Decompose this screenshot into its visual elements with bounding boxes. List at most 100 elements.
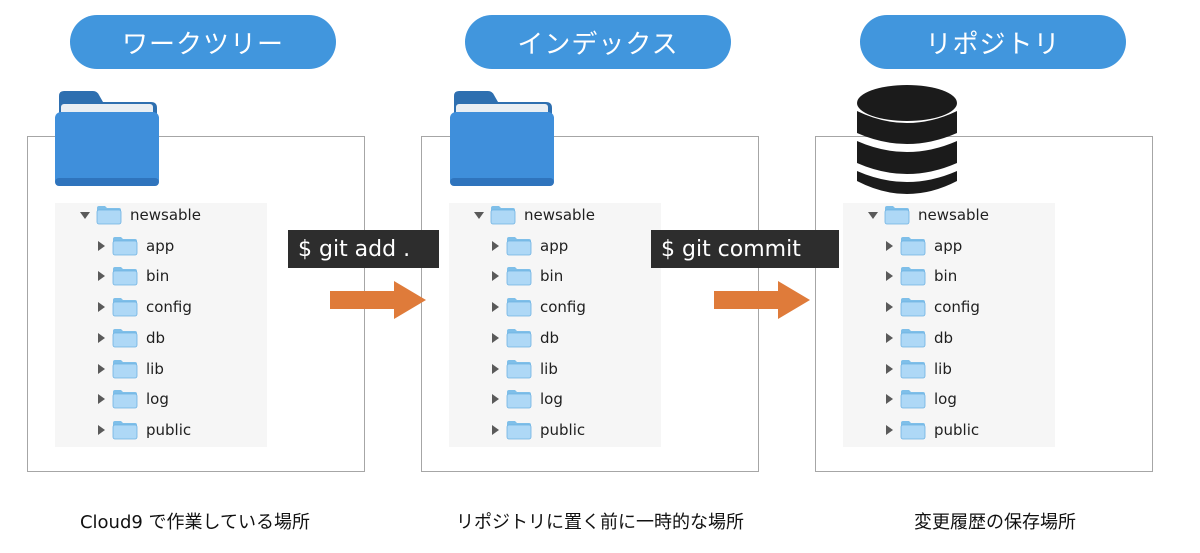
tree-toggle[interactable] xyxy=(882,332,896,343)
caret-right-icon[interactable] xyxy=(884,363,894,374)
tree-toggle[interactable] xyxy=(488,240,502,251)
tree-toggle[interactable] xyxy=(882,394,896,405)
tree-toggle[interactable] xyxy=(94,394,108,405)
tree-root-item[interactable]: newsable xyxy=(472,203,595,227)
tree-item-label: newsable xyxy=(524,206,595,224)
tree-item-label: app xyxy=(934,236,963,255)
tree-item[interactable]: log xyxy=(488,387,563,411)
tree-item-label: lib xyxy=(540,359,558,378)
caption-index: リポジトリに置く前に一時的な場所 xyxy=(456,512,744,533)
tree-toggle[interactable] xyxy=(94,271,108,282)
caret-right-icon[interactable] xyxy=(884,271,894,282)
tree-item[interactable]: public xyxy=(488,418,585,442)
tree-toggle[interactable] xyxy=(94,332,108,343)
tree-toggle[interactable] xyxy=(94,302,108,313)
tree-item-label: lib xyxy=(146,359,164,378)
caret-down-icon[interactable] xyxy=(80,210,90,220)
tree-toggle[interactable] xyxy=(94,240,108,251)
caret-right-icon[interactable] xyxy=(96,424,106,435)
tree-item[interactable]: public xyxy=(94,418,191,442)
caret-right-icon[interactable] xyxy=(96,394,106,405)
caret-right-icon[interactable] xyxy=(884,332,894,343)
stage-title-worktree: ワークツリー xyxy=(70,15,336,69)
tree-item-label: log xyxy=(934,390,957,409)
tree-item-label: lib xyxy=(934,359,952,378)
file-tree-worktree xyxy=(55,203,267,447)
arrow-right-icon xyxy=(330,281,426,319)
caret-right-icon[interactable] xyxy=(490,332,500,343)
caret-right-icon[interactable] xyxy=(490,424,500,435)
tree-toggle[interactable] xyxy=(488,394,502,405)
tree-item[interactable]: lib xyxy=(882,357,952,381)
stage-title-index: インデックス xyxy=(465,15,731,69)
tree-item-label: config xyxy=(146,298,192,317)
tree-toggle[interactable] xyxy=(882,302,896,313)
tree-item[interactable]: app xyxy=(94,234,174,258)
tree-toggle[interactable] xyxy=(488,363,502,374)
tree-item[interactable]: config xyxy=(882,295,980,319)
tree-root-item[interactable]: newsable xyxy=(78,203,201,227)
tree-root-item[interactable]: newsable xyxy=(866,203,989,227)
tree-toggle[interactable] xyxy=(94,424,108,435)
tree-item[interactable]: config xyxy=(488,295,586,319)
command-git-add: $ git add . xyxy=(288,230,439,268)
tree-toggle[interactable] xyxy=(488,302,502,313)
tree-toggle[interactable] xyxy=(94,363,108,374)
caption-worktree: Cloud9 で作業している場所 xyxy=(79,512,311,533)
caret-down-icon[interactable] xyxy=(474,210,484,220)
tree-toggle[interactable] xyxy=(882,240,896,251)
folder-icon xyxy=(506,267,532,286)
caret-down-icon[interactable] xyxy=(868,210,878,220)
tree-item[interactable]: bin xyxy=(94,264,169,288)
tree-item-label: config xyxy=(934,298,980,317)
caret-right-icon[interactable] xyxy=(884,424,894,435)
caret-right-icon[interactable] xyxy=(490,240,500,251)
tree-toggle[interactable] xyxy=(882,271,896,282)
tree-item[interactable]: db xyxy=(94,326,165,350)
tree-toggle[interactable] xyxy=(882,424,896,435)
caret-right-icon[interactable] xyxy=(96,363,106,374)
caret-right-icon[interactable] xyxy=(96,240,106,251)
tree-item[interactable]: bin xyxy=(488,264,563,288)
tree-toggle[interactable] xyxy=(472,210,486,220)
folder-icon xyxy=(450,91,554,186)
tree-item[interactable]: app xyxy=(488,234,568,258)
folder-icon xyxy=(900,420,926,440)
caret-right-icon[interactable] xyxy=(490,271,500,282)
tree-item-label: public xyxy=(934,420,980,439)
tree-item[interactable]: config xyxy=(94,295,192,319)
folder-icon xyxy=(900,267,926,286)
caret-right-icon[interactable] xyxy=(96,302,106,313)
tree-item-label: log xyxy=(146,390,169,409)
folder-icon xyxy=(900,359,926,378)
tree-item[interactable]: bin xyxy=(882,264,957,288)
tree-item[interactable]: public xyxy=(882,418,979,442)
caret-right-icon[interactable] xyxy=(884,302,894,313)
tree-toggle[interactable] xyxy=(882,363,896,374)
folder-icon xyxy=(900,328,926,348)
caret-right-icon[interactable] xyxy=(96,332,106,343)
tree-item[interactable]: lib xyxy=(94,357,164,381)
arrow-right-icon xyxy=(714,281,810,319)
tree-toggle[interactable] xyxy=(78,210,92,220)
caret-right-icon[interactable] xyxy=(490,363,500,374)
caret-right-icon[interactable] xyxy=(96,271,106,282)
tree-item-label: log xyxy=(540,390,563,409)
tree-item-label: public xyxy=(540,420,586,439)
caret-right-icon[interactable] xyxy=(490,302,500,313)
tree-toggle[interactable] xyxy=(488,424,502,435)
tree-item-label: newsable xyxy=(130,206,201,224)
caret-right-icon[interactable] xyxy=(884,394,894,405)
tree-item[interactable]: lib xyxy=(488,357,558,381)
tree-item-label: db xyxy=(934,328,954,347)
tree-toggle[interactable] xyxy=(488,271,502,282)
tree-item[interactable]: db xyxy=(882,326,953,350)
caret-right-icon[interactable] xyxy=(490,394,500,405)
tree-item[interactable]: log xyxy=(882,387,957,411)
tree-toggle[interactable] xyxy=(866,210,880,220)
tree-toggle[interactable] xyxy=(488,332,502,343)
tree-item[interactable]: db xyxy=(488,326,559,350)
tree-item[interactable]: log xyxy=(94,387,169,411)
caret-right-icon[interactable] xyxy=(884,240,894,251)
tree-item[interactable]: app xyxy=(882,234,962,258)
